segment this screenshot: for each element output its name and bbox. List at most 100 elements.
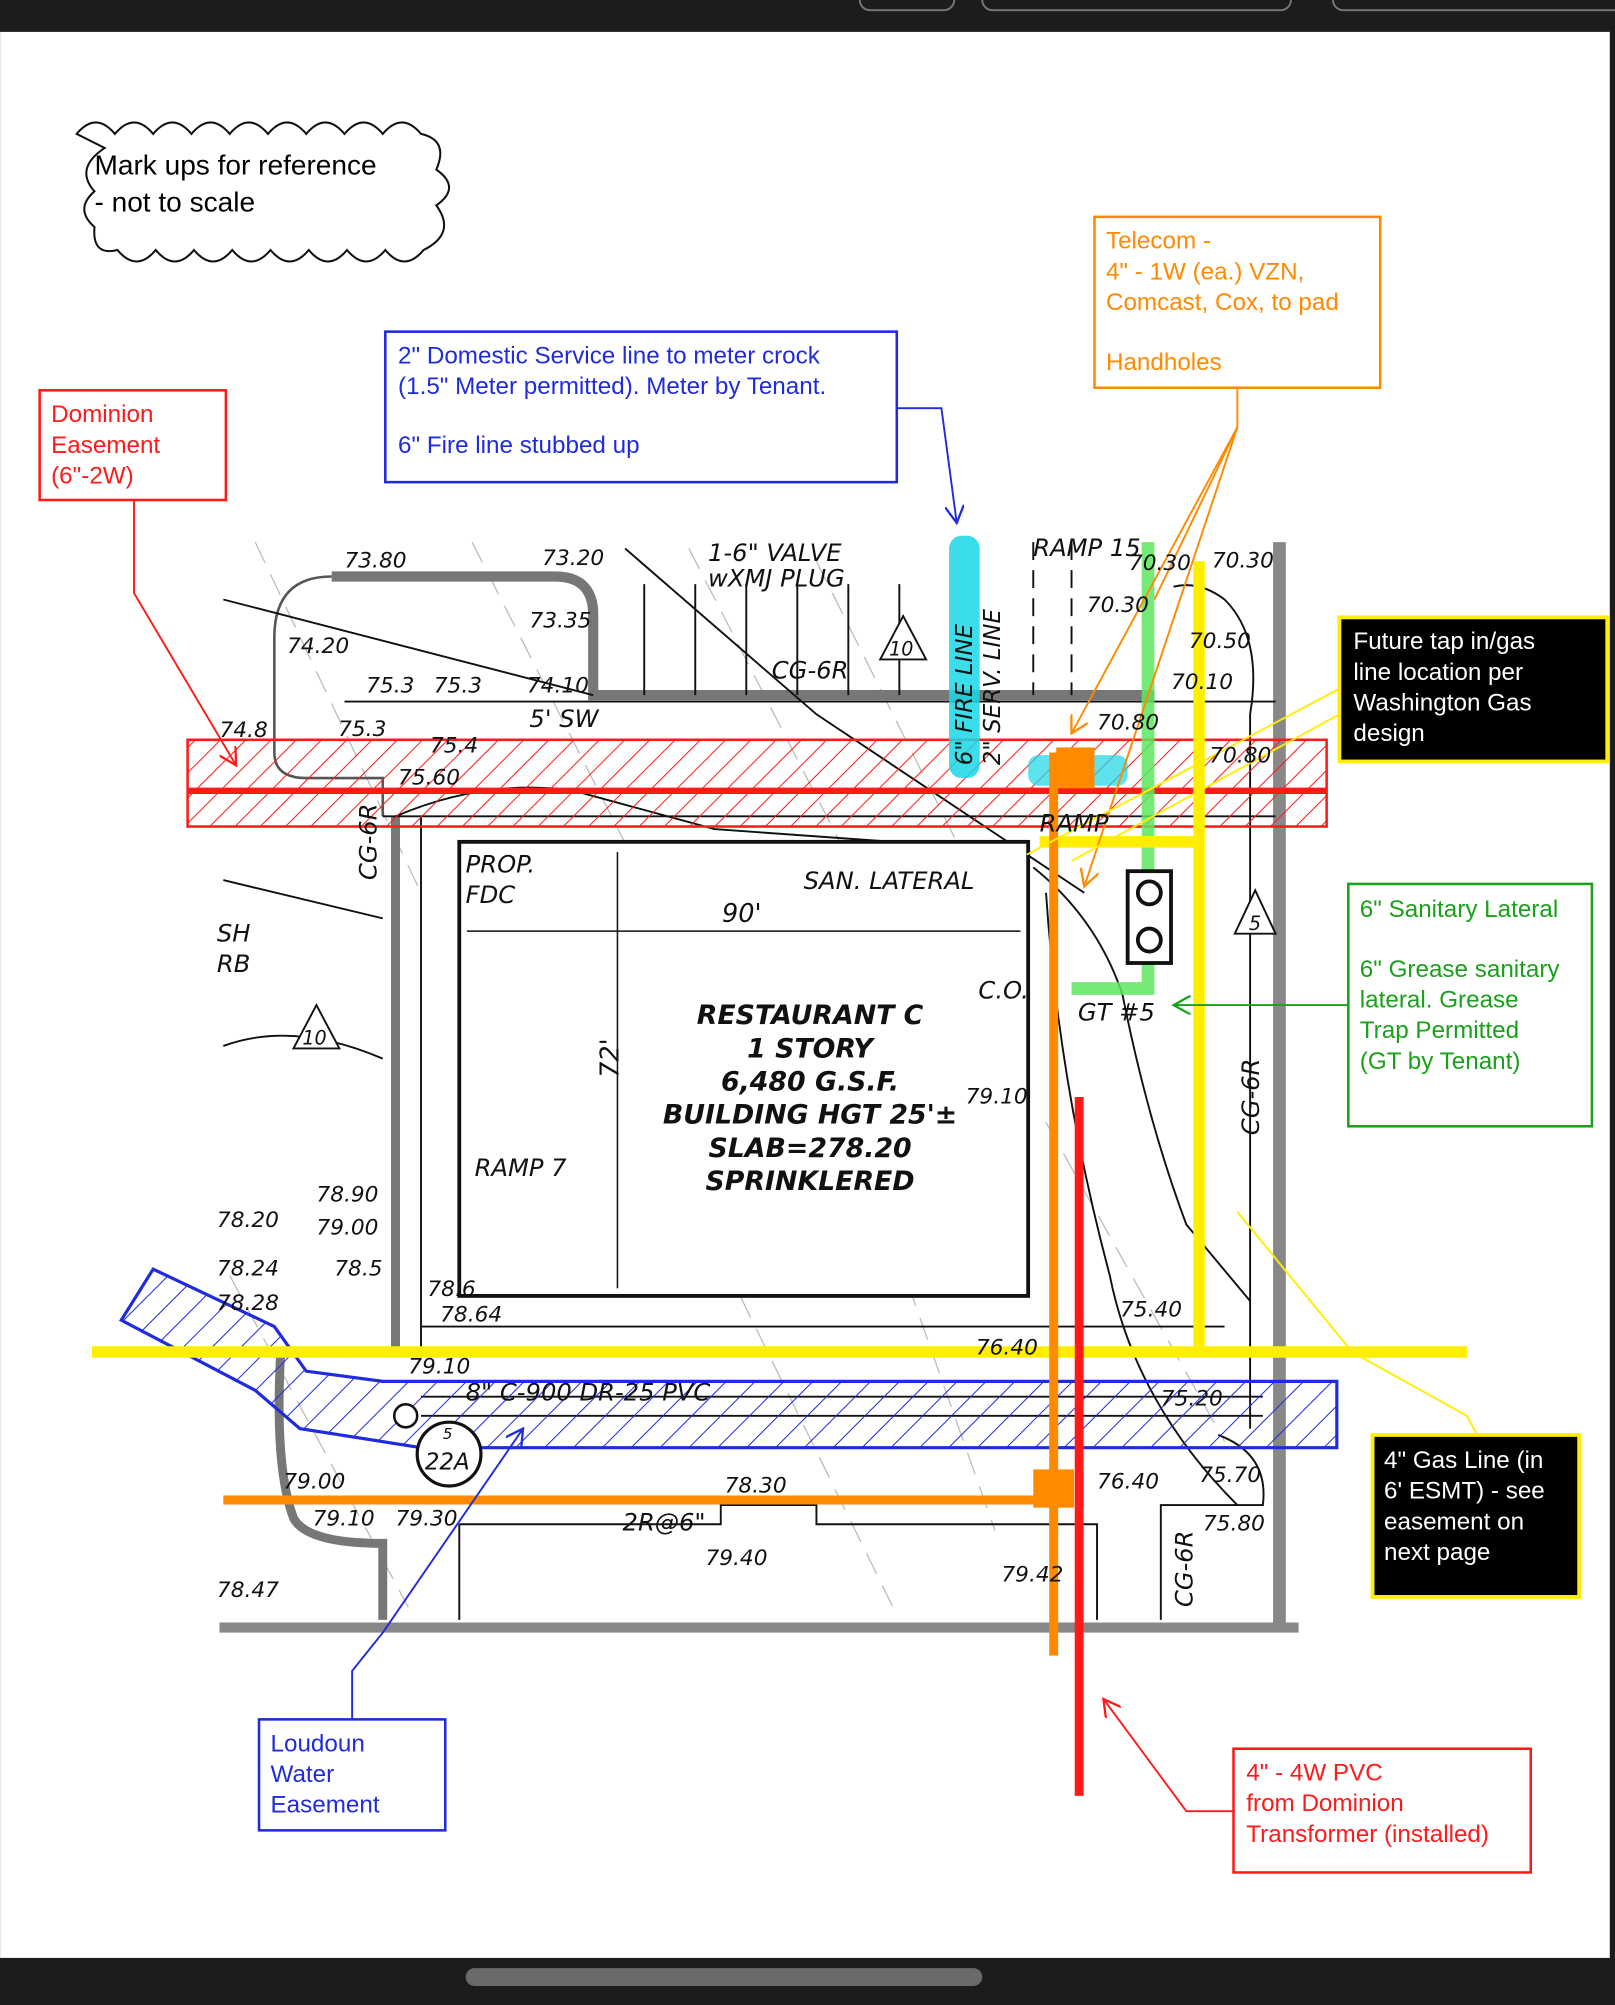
curb-label: CG-6R: [772, 657, 849, 685]
spot-elevation: 76.40: [976, 1336, 1038, 1361]
spot-elevation: 78.20: [217, 1208, 279, 1233]
building-width-label: 90': [722, 899, 761, 929]
svg-text:4" Gas Line (in: 4" Gas Line (in: [1384, 1447, 1543, 1474]
power-leader: [1103, 1699, 1234, 1813]
svg-text:4" - 4W PVC: 4" - 4W PVC: [1246, 1760, 1382, 1787]
svg-text:lateral. Grease: lateral. Grease: [1360, 987, 1519, 1014]
spot-elevation: 75.3: [338, 717, 386, 742]
spot-elevation: 78.47: [217, 1578, 279, 1603]
building-name: RESTAURANT C: [697, 1000, 924, 1031]
spot-elevation: 79.40: [705, 1546, 767, 1571]
spot-elevation: 79.30: [396, 1507, 458, 1532]
spot-elevation: 75.80: [1203, 1512, 1265, 1537]
building-slab: SLAB=278.20: [708, 1133, 911, 1164]
spot-elevation: 76.40: [1097, 1470, 1159, 1495]
spot-elevation: 75.70: [1199, 1463, 1261, 1488]
prop-label: PROP.: [466, 850, 535, 878]
spot-elevation: 79.10: [408, 1355, 470, 1380]
svg-text:Future tap in/gas: Future tap in/gas: [1353, 628, 1535, 655]
spot-elevation: 75.4: [430, 734, 478, 759]
loudoun-leader: [351, 1429, 523, 1720]
telecom-handhole: [1033, 1469, 1075, 1508]
spot-elevation: 75.60: [398, 765, 460, 790]
spot-elevation: 79.42: [1001, 1563, 1063, 1588]
spot-elevation: 73.35: [529, 609, 591, 634]
gas-line-leader: [1236, 1211, 1478, 1436]
toolbar-buttons[interactable]: [858, 0, 1615, 12]
spot-elevation: 78.30: [725, 1473, 787, 1498]
spot-elevation: 74.10: [527, 674, 589, 699]
grease-trap: [1125, 869, 1173, 965]
telecom-handhole: [1056, 747, 1095, 789]
svg-text:(6"-2W): (6"-2W): [51, 462, 134, 489]
svg-text:next page: next page: [1384, 1539, 1490, 1566]
spot-elevation: 78.5: [334, 1257, 382, 1282]
triangle-tag: 10: [291, 1003, 341, 1050]
spot-elevation: 70.80: [1097, 711, 1159, 736]
svg-text:design: design: [1353, 720, 1424, 747]
svg-text:5: 5: [1249, 912, 1261, 935]
spot-elevation: 70.30: [1129, 551, 1191, 576]
spot-elevation: 78.24: [217, 1257, 279, 1282]
spot-elevation: 79.10: [966, 1084, 1028, 1109]
svg-text:Telecom -: Telecom -: [1106, 228, 1211, 255]
domestic-leader: [896, 407, 957, 523]
fire-line-highlight: [949, 535, 980, 779]
svg-text:Mark ups for reference: Mark ups for reference: [94, 150, 376, 181]
spot-elevation: 79.00: [283, 1470, 345, 1495]
spot-elevation: 70.50: [1189, 629, 1251, 654]
svg-text:6" Sanitary Lateral: 6" Sanitary Lateral: [1360, 896, 1558, 923]
horizontal-scrollbar[interactable]: [465, 1968, 983, 1986]
svg-text:Transformer (installed): Transformer (installed): [1246, 1821, 1489, 1848]
building-sprinklered: SPRINKLERED: [706, 1166, 915, 1197]
valve-label: 1-6" VALVE: [708, 539, 842, 567]
rb-label: RB: [217, 950, 250, 978]
spot-elevation: 78.90: [316, 1183, 378, 1208]
spot-elevation: 79.10: [313, 1507, 375, 1532]
telecom-note: Telecom -4" - 1W (ea.) VZN,Comcast, Cox,…: [1093, 215, 1382, 390]
dominion-leader: [133, 500, 236, 765]
cleanout-label: C.O.: [978, 977, 1028, 1005]
svg-text:Water: Water: [271, 1761, 335, 1788]
spot-elevation: 75.3: [434, 674, 482, 699]
triangle-tag: 10: [878, 614, 928, 661]
svg-text:2" Domestic Service line to me: 2" Domestic Service line to meter crock: [398, 343, 821, 370]
svg-text:6' ESMT) - see: 6' ESMT) - see: [1384, 1478, 1545, 1505]
cloud-note: Mark ups for reference - not to scale: [75, 121, 451, 263]
building-stories: 1 STORY: [747, 1033, 875, 1064]
spot-elevation: 78.28: [217, 1291, 279, 1316]
spot-elevation: 70.10: [1171, 670, 1233, 695]
svg-text:Easement: Easement: [51, 432, 160, 459]
spot-elevation: 74.8: [219, 718, 267, 743]
spot-elevation: 75.40: [1120, 1297, 1182, 1322]
svg-text:22A: 22A: [425, 1449, 470, 1475]
fire-line-label: 6" FIRE LINE: [952, 623, 978, 765]
sanitary-lateral-line: [1071, 542, 1155, 995]
ramp-label: RAMP 7: [475, 1154, 568, 1182]
spot-elevation: 70.30: [1212, 549, 1274, 574]
svg-text:- not to scale: - not to scale: [94, 187, 255, 218]
triangle-tag: 5: [1233, 888, 1278, 935]
svg-text:from Dominion: from Dominion: [1246, 1790, 1403, 1817]
svg-text:Comcast, Cox, to pad: Comcast, Cox, to pad: [1106, 289, 1339, 316]
ramp-top-label: RAMP 15: [1033, 534, 1140, 562]
building-height: BUILDING HGT 25'±: [663, 1100, 957, 1131]
svg-text:5: 5: [443, 1425, 453, 1443]
plan-labels: 1-6" VALVE wXMJ PLUG CG-6R 5' SW RAMP 15…: [217, 534, 1278, 1607]
svg-text:6" Fire line stubbed up: 6" Fire line stubbed up: [398, 432, 640, 459]
spot-elevation: 75.20: [1161, 1387, 1223, 1412]
curb-right-label: CG-6R: [1237, 1059, 1265, 1136]
spot-elevation: 74.20: [287, 634, 349, 659]
svg-text:10: 10: [302, 1027, 326, 1050]
svg-text:Handholes: Handholes: [1106, 349, 1222, 376]
spot-elevation: 70.80: [1209, 744, 1271, 769]
curb-left-label: CG-6R: [354, 803, 382, 880]
svg-text:Loudoun: Loudoun: [271, 1730, 365, 1757]
ramp-spec-label: 2R@6": [623, 1509, 706, 1537]
grease-trap-label: GT #5: [1078, 998, 1155, 1026]
